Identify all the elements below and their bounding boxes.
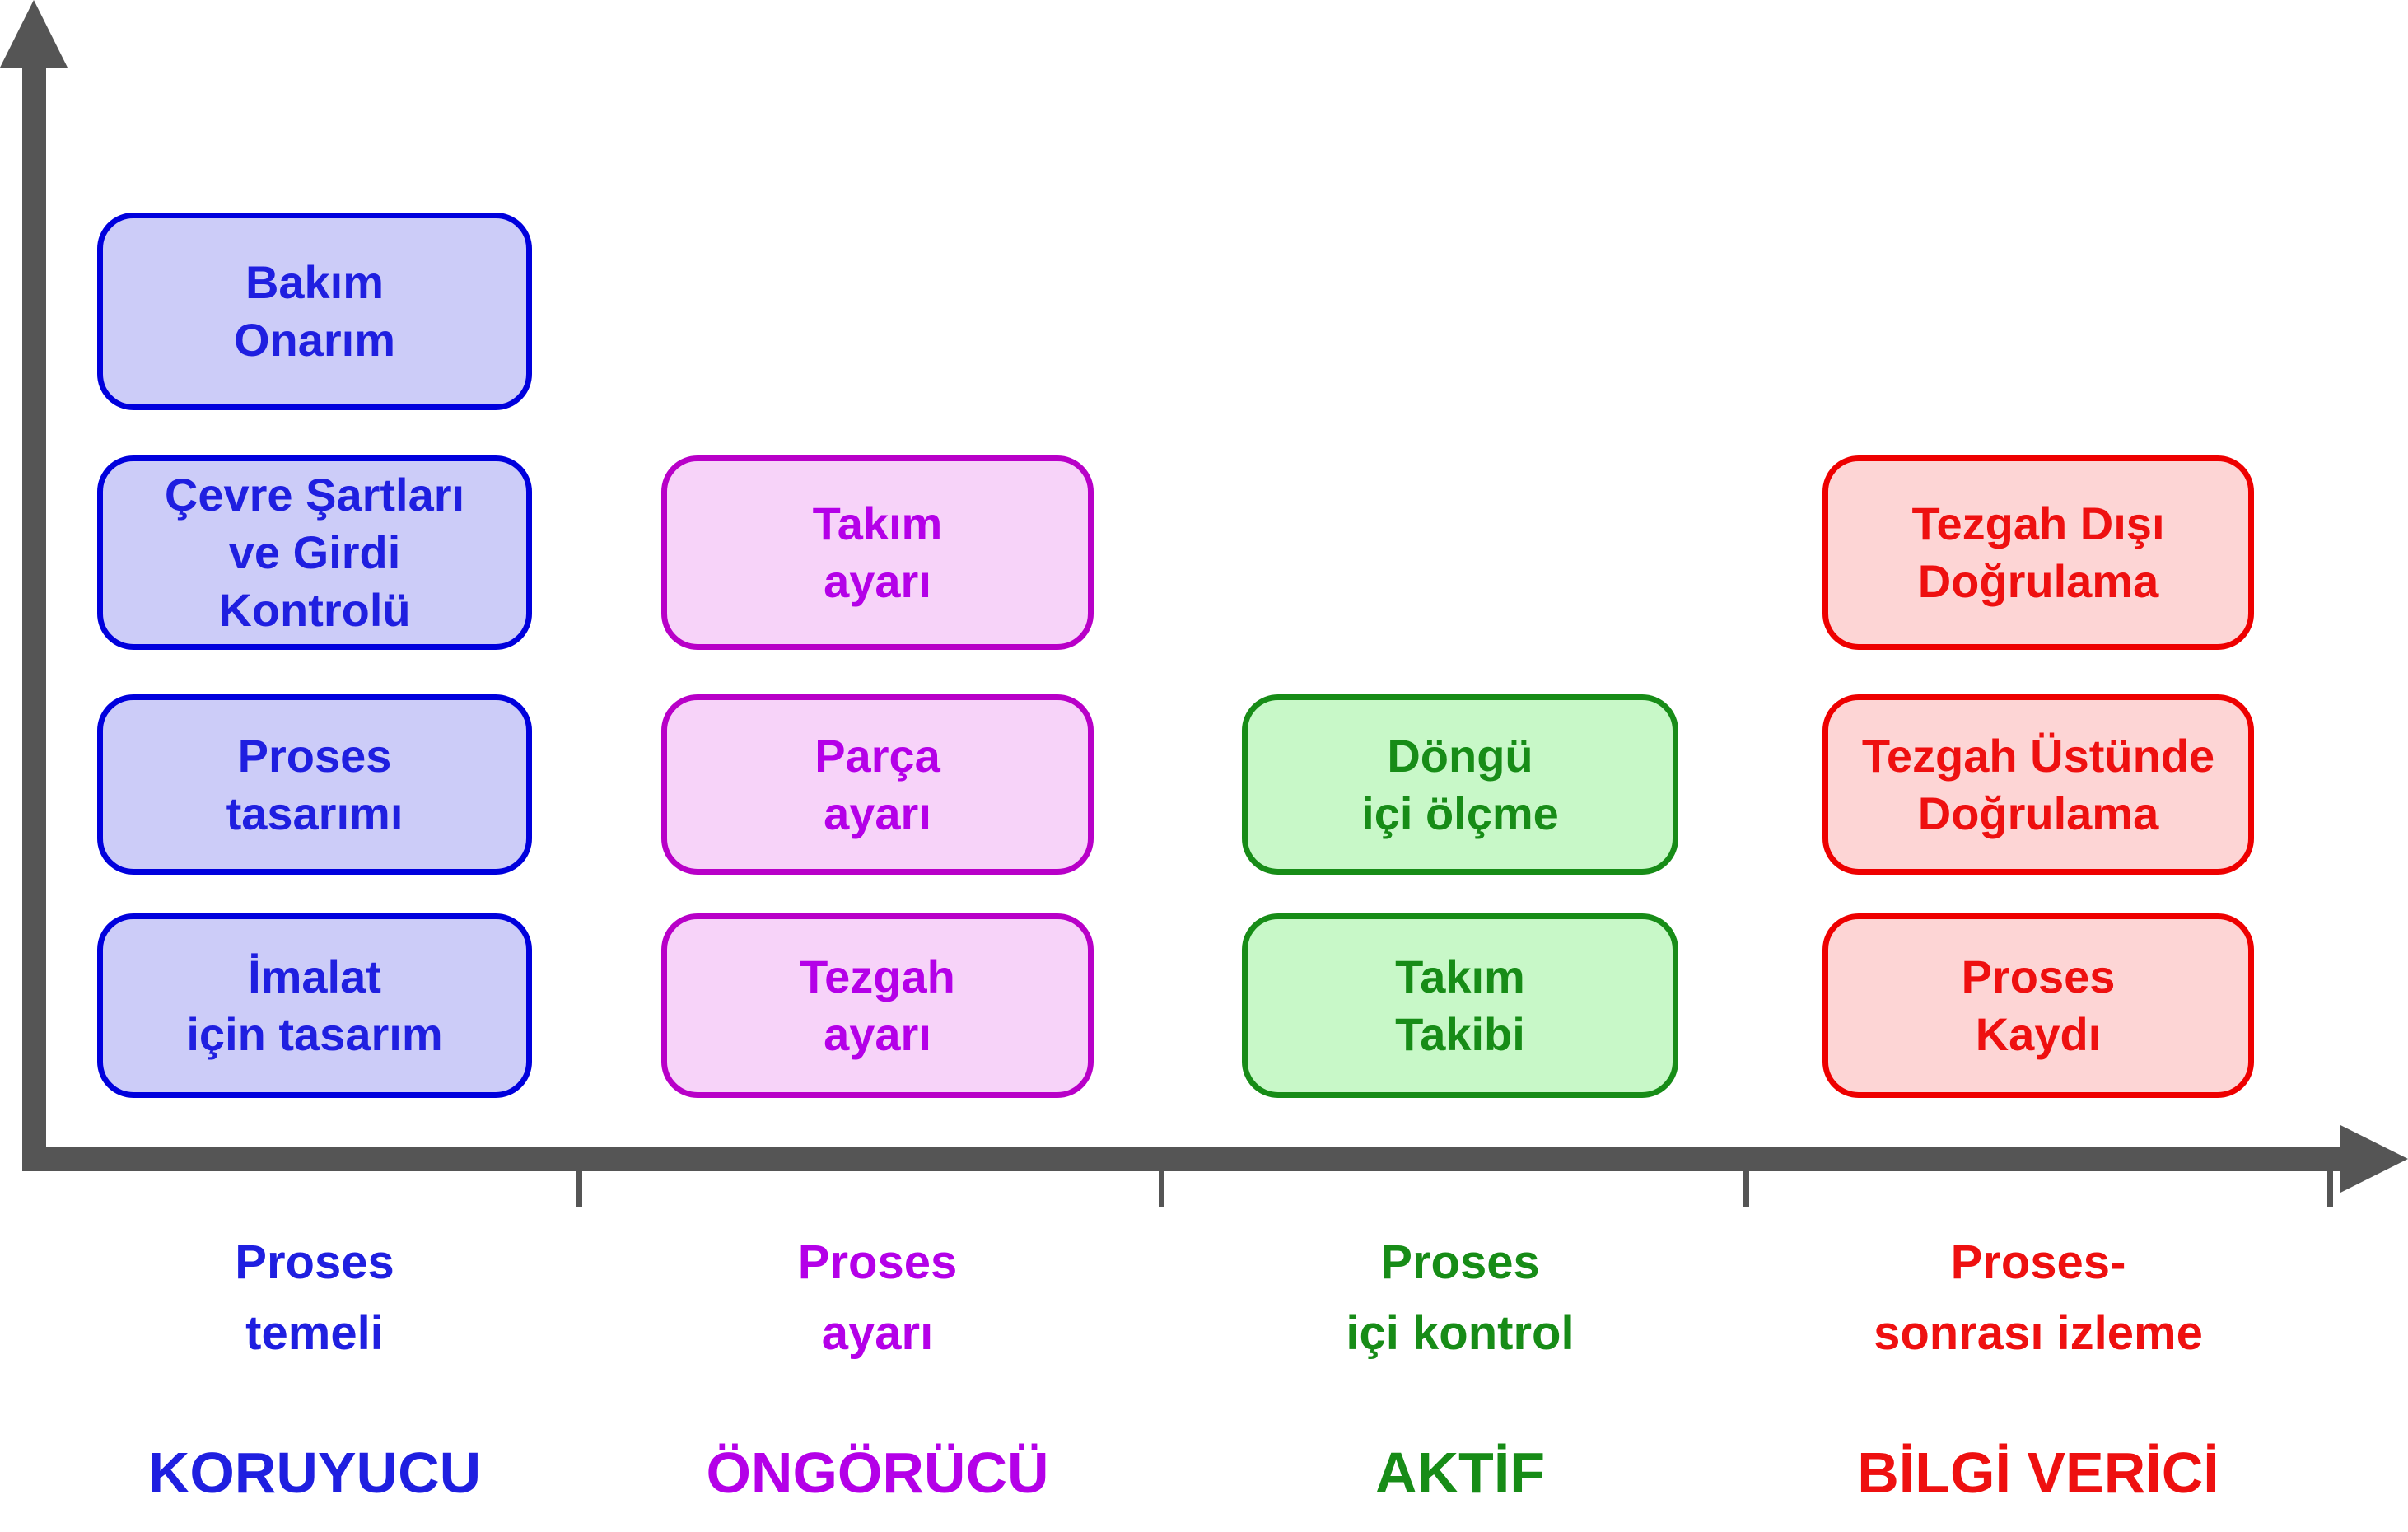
category-ongorucu: ÖNGÖRÜCÜ — [706, 1441, 1049, 1505]
x-axis-tick-4 — [2327, 1170, 2333, 1207]
y-axis-line — [22, 63, 46, 1171]
x-axis-arrowhead — [2340, 1125, 2408, 1193]
box-bakim-onarim: Bakım Onarım — [97, 213, 532, 410]
box-takim-ayari: Takım ayarı — [661, 455, 1094, 650]
box-imalat-icin-tasarim: İmalat için tasarım — [97, 913, 532, 1098]
box-tezgah-disi-dogrulama: Tezgah Dışı Doğrulama — [1822, 455, 2254, 650]
box-cevre-sartlari: Çevre Şartları ve Girdi Kontrolü — [97, 455, 532, 650]
category-aktif: AKTİF — [1374, 1441, 1546, 1505]
box-tezgah-ayari: Tezgah ayarı — [661, 913, 1094, 1098]
box-parca-ayari: Parça ayarı — [661, 694, 1094, 875]
axis-label-proses-sonrasi-izleme: Proses- sonrası izleme — [1874, 1235, 2203, 1360]
column-ongorucu: Takım ayarı Parça ayarı Tezgah ayarı Pro… — [661, 0, 1094, 1532]
column-koruyucu: Bakım Onarım Çevre Şartları ve Girdi Kon… — [97, 0, 532, 1532]
axis-label-proses-ayari: Proses ayarı — [797, 1235, 958, 1360]
x-axis-tick-1 — [576, 1170, 582, 1207]
x-axis-tick-3 — [1743, 1170, 1749, 1207]
column-aktif: Döngü içi ölçme Takım Takibi Proses içi … — [1242, 0, 1678, 1532]
x-axis-line — [22, 1147, 2341, 1171]
box-dongu-ici-olcme: Döngü içi ölçme — [1242, 694, 1678, 875]
box-takim-takibi: Takım Takibi — [1242, 913, 1678, 1098]
y-axis-arrowhead — [0, 0, 68, 68]
category-koruyucu: KORUYUCU — [147, 1441, 482, 1505]
box-tezgah-ustunde-dogrulama: Tezgah Üstünde Doğrulama — [1822, 694, 2254, 875]
box-proses-kaydi: Proses Kaydı — [1822, 913, 2254, 1098]
x-axis-tick-2 — [1159, 1170, 1164, 1207]
column-bilgi-verici: Tezgah Dışı Doğrulama Tezgah Üstünde Doğ… — [1822, 0, 2254, 1532]
axis-label-proses-temeli: Proses temeli — [235, 1235, 394, 1360]
category-bilgi-verici: BİLGİ VERİCİ — [1857, 1441, 2219, 1505]
axis-label-proses-ici-kontrol: Proses içi kontrol — [1346, 1235, 1575, 1360]
box-proses-tasarimi: Proses tasarımı — [97, 694, 532, 875]
